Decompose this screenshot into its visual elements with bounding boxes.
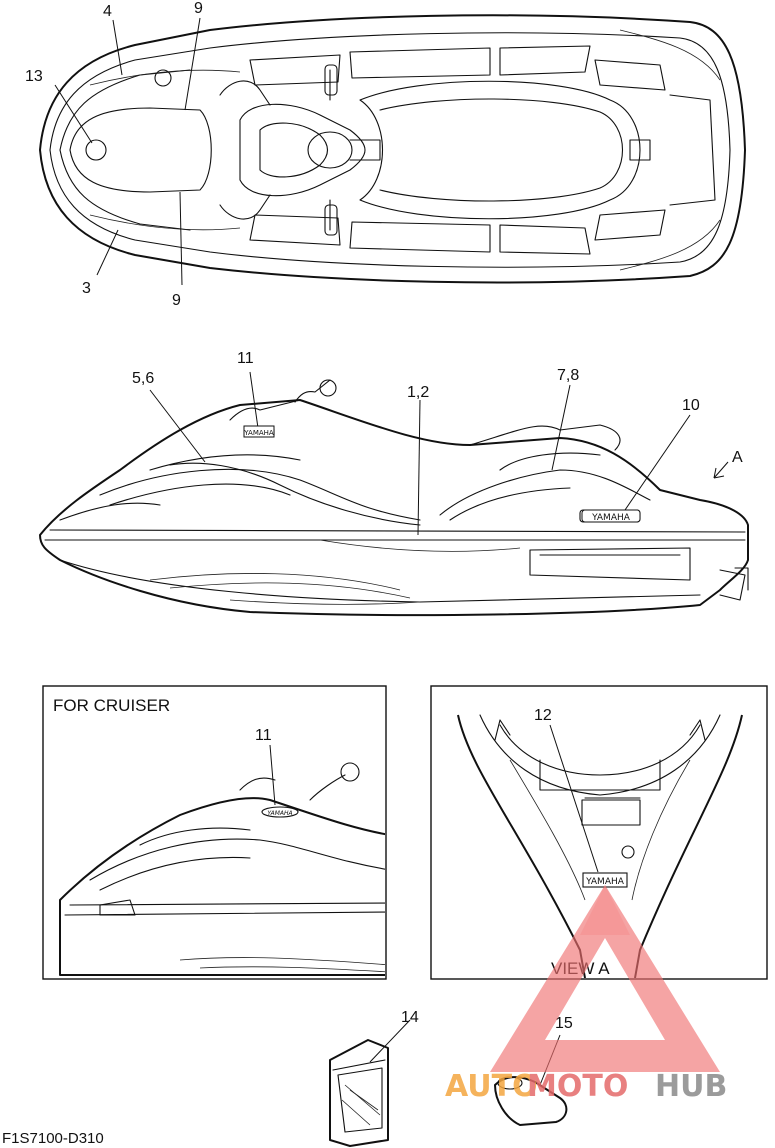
callout-10: 10: [682, 397, 700, 414]
part-15-grip: [494, 1076, 568, 1126]
side-view-hull: [39, 379, 749, 617]
watermark-triangle: [490, 885, 720, 1072]
watermark-text-moto: MOTO: [527, 1069, 628, 1104]
view-a-arrow-label: A: [732, 449, 743, 466]
callout-11-side: 11: [237, 350, 254, 367]
drawing-code: F1S7100-D310: [2, 1130, 104, 1147]
callout-3: 3: [82, 280, 91, 297]
callout-7-8: 7,8: [557, 367, 579, 384]
for-cruiser-box: [42, 685, 387, 980]
callout-15: 15: [555, 1015, 573, 1032]
decal-logo-side-11: YAMAHA: [243, 429, 274, 437]
decal-logo-cruiser-11: YAMAHA: [267, 810, 292, 817]
part-14-pouch: [329, 1039, 389, 1147]
decal-logos: YAMAHA YAMAHA YAMAHA YAMAHA: [243, 425, 641, 887]
top-view-hull: [39, 14, 746, 284]
decal-logo-view-12: YAMAHA: [585, 877, 625, 887]
callout-14: 14: [401, 1009, 419, 1026]
decal-logo-side-10: YAMAHA: [591, 513, 631, 523]
callout-1-2: 1,2: [407, 384, 429, 401]
callout-12: 12: [534, 707, 552, 724]
watermark-text-auto: AUTO: [445, 1069, 538, 1104]
callout-numbers: 4 9 13 3 9 11 5,6 1,2 7,8 10 A 11 12 14 …: [25, 0, 743, 1032]
callout-9-top: 9: [194, 0, 203, 17]
view-a-box: [430, 685, 768, 980]
callout-9-bottom: 9: [172, 292, 181, 309]
callout-13: 13: [25, 68, 43, 85]
callout-4: 4: [103, 3, 112, 20]
watermark-logo: AUTO MOTO HUB: [445, 885, 727, 1104]
watermark-text-hub: HUB: [655, 1069, 727, 1104]
for-cruiser-title: FOR CRUISER: [53, 696, 170, 715]
callout-11-cruiser: 11: [255, 727, 272, 744]
callout-5-6: 5,6: [132, 370, 154, 387]
